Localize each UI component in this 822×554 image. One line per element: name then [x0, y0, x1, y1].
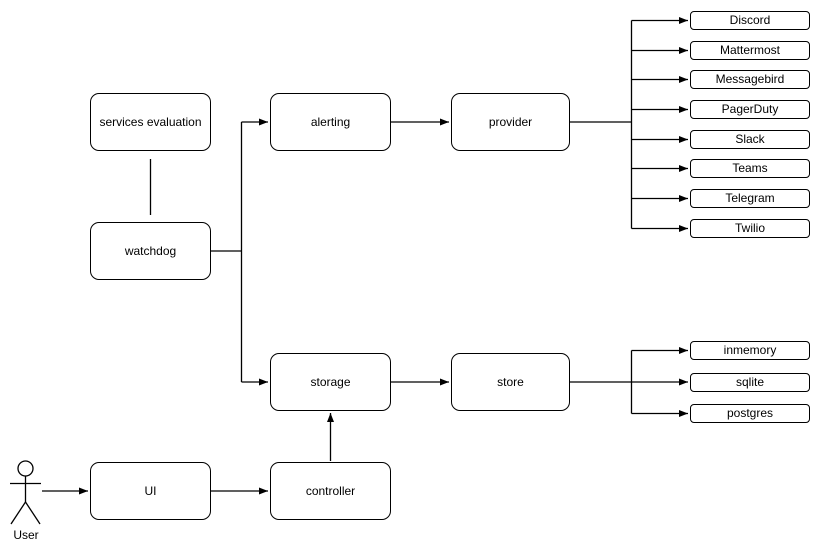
edge-provider-trunk	[570, 20, 633, 229]
provider-target-pagerduty: PagerDuty	[690, 100, 810, 119]
node-ui: UI	[90, 462, 211, 520]
user-actor-icon	[10, 460, 41, 525]
provider-target-messagebird: Messagebird	[690, 70, 810, 89]
node-watchdog: watchdog	[90, 222, 211, 280]
node-services-evaluation: services evaluation	[90, 93, 211, 151]
node-store: store	[451, 353, 570, 411]
edge-store-trunk	[570, 350, 633, 414]
provider-target-slack: Slack	[690, 130, 810, 149]
node-controller: controller	[270, 462, 391, 520]
store-target-sqlite: sqlite	[690, 372, 810, 392]
user-actor-label: User	[13, 528, 39, 542]
node-alerting: alerting	[270, 93, 391, 151]
node-storage: storage	[270, 353, 391, 411]
provider-target-discord: Discord	[690, 11, 810, 30]
edge-watchdog-trunk	[211, 122, 243, 382]
provider-target-twilio: Twilio	[690, 219, 810, 238]
store-target-inmemory: inmemory	[690, 341, 810, 360]
provider-target-mattermost: Mattermost	[690, 41, 810, 60]
store-target-postgres: postgres	[690, 404, 810, 423]
provider-target-telegram: Telegram	[690, 189, 810, 208]
provider-target-teams: Teams	[690, 159, 810, 178]
node-provider: provider	[451, 93, 570, 151]
